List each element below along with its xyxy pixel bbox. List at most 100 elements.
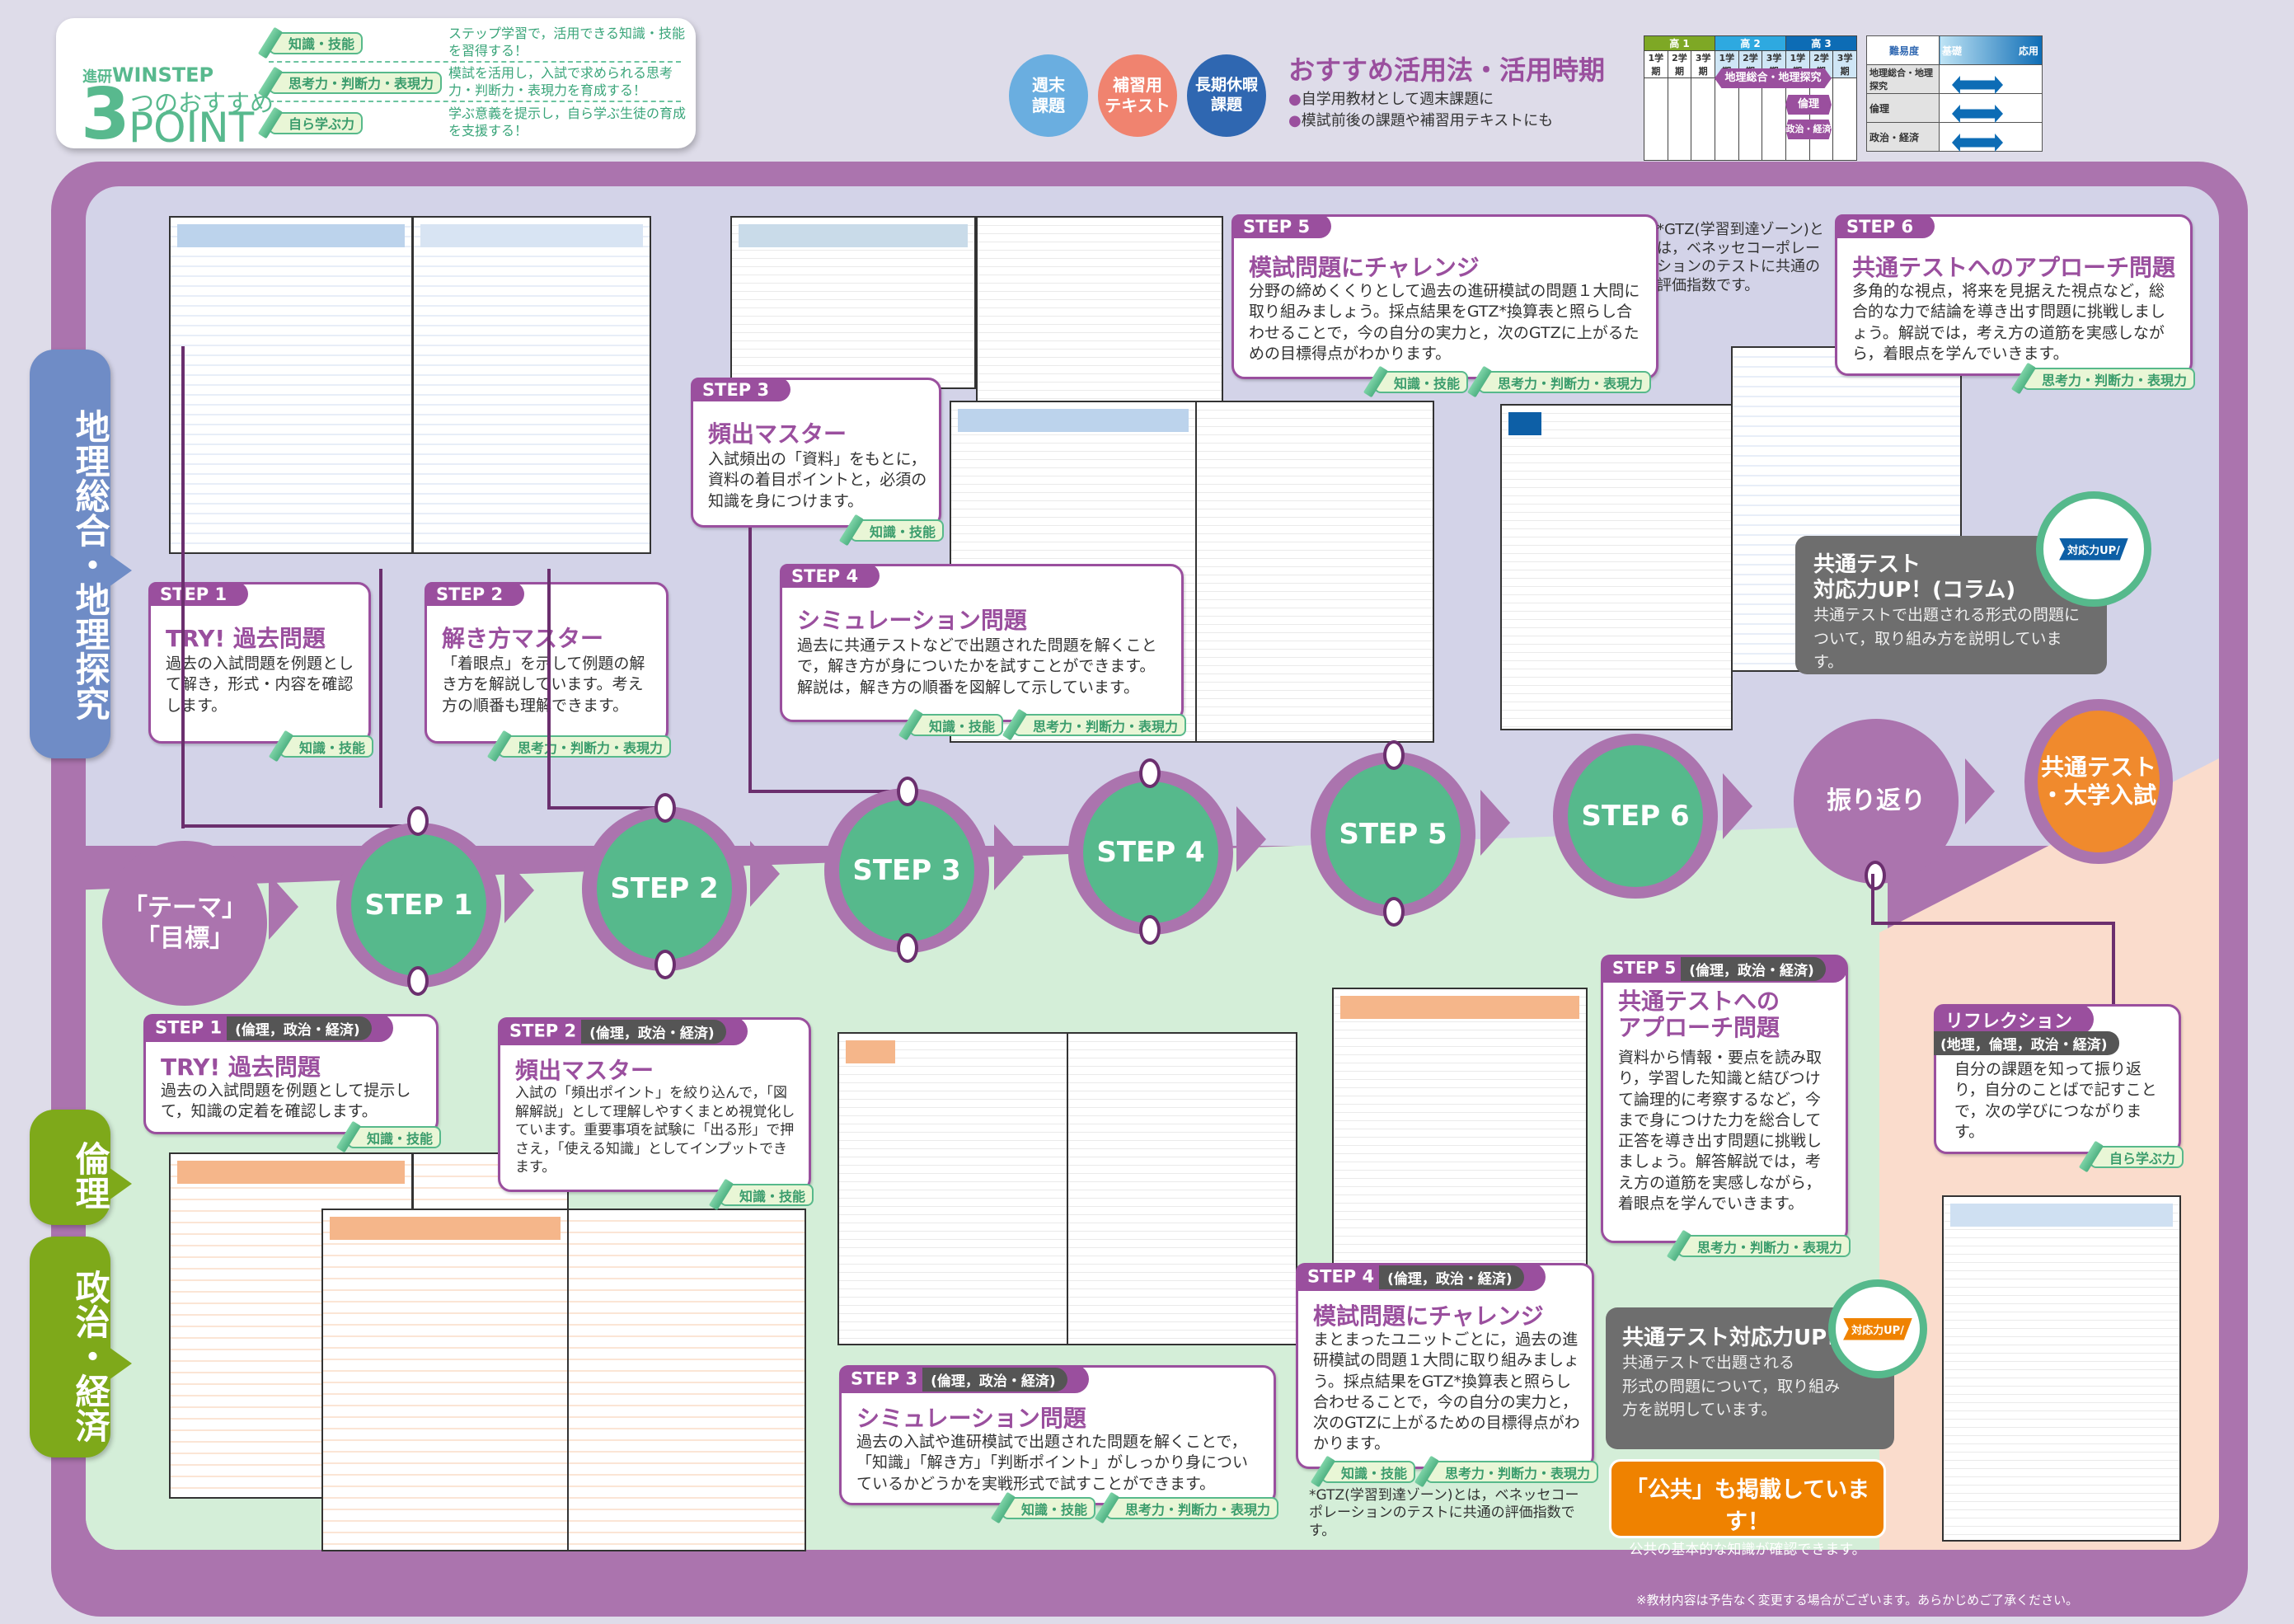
difficulty-header: 難易度 bbox=[1866, 35, 1940, 65]
step-body: 分野の締めくくりとして過去の進研模試の問題１大問に取り組みましょう。採点結果をG… bbox=[1249, 282, 1640, 363]
geo-step5-card: STEP 5 模試問題にチャレンジ 分野の締めくくりとして過去の進研模試の問題１… bbox=[1231, 214, 1658, 393]
step-body: 入試の「頻出ポイント」を絞り込んで，「図解解説」として理解しやすくまとめ視覚化し… bbox=[515, 1085, 795, 1176]
step-body: 過去の入試問題を例題として解き，形式・内容を確認します。 bbox=[166, 655, 354, 715]
review-label: 振り返り bbox=[1827, 786, 1926, 816]
pencil-tag: 思考力・判断力・表現力 bbox=[1677, 1235, 1851, 1257]
flow-step3-node: STEP 3 bbox=[824, 788, 989, 953]
side-label-text: 倫理 bbox=[70, 1141, 110, 1210]
connector-line bbox=[748, 790, 913, 793]
flow-step4-node: STEP 4 bbox=[1068, 770, 1233, 935]
connector-pin bbox=[1383, 740, 1405, 770]
callout-title: 共通テスト 対応力UP！(コラム) bbox=[1813, 552, 2016, 603]
step-node-label: STEP 2 bbox=[597, 818, 732, 960]
tag-label: 思考力・判断力・表現力 bbox=[1124, 1501, 1270, 1518]
connector-pin bbox=[407, 966, 429, 996]
tag-label: 知識・技能 bbox=[1340, 1465, 1407, 1481]
ethics-response-badge: 対応力UP/ bbox=[1828, 1279, 1927, 1378]
flow-step1-node: STEP 1 bbox=[336, 823, 501, 988]
tag-label: 知識・技能 bbox=[289, 36, 355, 52]
difficulty-row-label: 倫理 bbox=[1866, 93, 1940, 123]
tag-label: 知識・技能 bbox=[1393, 375, 1460, 392]
step-title: 解き方マスター bbox=[442, 625, 604, 652]
reflection-card: リフレクション (地理，倫理，政治・経済) 自分の課題を知って振り返り，自分のこ… bbox=[1934, 1004, 2184, 1168]
term-cell: 3学期 bbox=[1691, 50, 1715, 78]
bullet-dot-icon: ● bbox=[1288, 112, 1302, 129]
step-tab: STEP 4(倫理，政治・経済) bbox=[1296, 1263, 1546, 1291]
pencil-tag: 思考力・判断力・表現力 bbox=[1012, 714, 1186, 736]
step-node-label: STEP 4 bbox=[1083, 781, 1218, 923]
pencil-tag: 思考力・判断力・表現力 bbox=[269, 71, 443, 94]
pencil-tag: 知識・技能 bbox=[719, 1184, 814, 1206]
connector-pin bbox=[1383, 897, 1405, 927]
connector-line bbox=[181, 346, 185, 828]
step-title: 模試問題にチャレンジ bbox=[1249, 254, 1480, 281]
pencil-tag: 知識・技能 bbox=[1001, 1497, 1095, 1519]
flow-arrow-icon bbox=[504, 857, 534, 923]
pencil-tag: 知識・技能 bbox=[1373, 371, 1468, 393]
step-title: 模試問題にチャレンジ bbox=[1313, 1302, 1544, 1330]
step-node-label: STEP 1 bbox=[351, 834, 486, 976]
step-tab: STEP 1(倫理，政治・経済) bbox=[143, 1014, 393, 1042]
usage-weekend-circle: 週末 課題 bbox=[1009, 54, 1088, 137]
timing-bar-politics: 政治・経済 bbox=[1785, 120, 1832, 139]
geo-step4-card: STEP 4 シミュレーション問題 過去に共通テストなどで出題された問題を解くこ… bbox=[780, 564, 1186, 736]
flow-start-node: 「テーマ」 「目標」 bbox=[102, 841, 267, 1006]
brand-number: 3 bbox=[81, 73, 130, 156]
connector-line bbox=[748, 528, 752, 791]
public-body: 公共の基本的な知識が確認できます。 bbox=[1629, 1542, 1866, 1558]
pencil-tag: 思考力・判断力・表現力 bbox=[1105, 1497, 1278, 1519]
sample-page-thumbnail bbox=[1195, 401, 1434, 743]
connector-pin bbox=[1139, 915, 1161, 945]
step-title: シミュレーション問題 bbox=[797, 607, 1027, 634]
usage-bullet: ●自学用教材として週末課題に bbox=[1288, 87, 1494, 109]
three-points-box: 進研WINSTEP 3 つのおすすめ POINT 知識・技能 ステップ学習で，活… bbox=[56, 18, 696, 156]
ethics-step4-card: STEP 4(倫理，政治・経済) 模試問題にチャレンジ まとまったユニットごとに… bbox=[1296, 1263, 1598, 1483]
usage-bullet: ●模試前後の課題や補習用テキストにも bbox=[1288, 109, 1553, 130]
step-body: 「着眼点」を示して例題の解き方を解説しています。考え方の順番も理解できます。 bbox=[442, 655, 645, 715]
public-title: 「公共」も掲載しています！ bbox=[1625, 1477, 1870, 1535]
grade-header: 高 2 bbox=[1714, 35, 1786, 51]
connector-line bbox=[547, 806, 666, 810]
point-row-knowledge: 知識・技能 ステップ学習で，活用できる知識・技能を習得する！ bbox=[269, 25, 685, 63]
connector-pin bbox=[407, 806, 429, 836]
point-desc: 模試を活用し，入試で求められる思考力・判断力・表現力を育成する！ bbox=[448, 65, 673, 98]
grade-header: 高 1 bbox=[1644, 35, 1715, 51]
timing-bar-geography: 地理総合・地理探究 bbox=[1715, 68, 1832, 88]
sample-page-thumbnail bbox=[321, 1209, 569, 1551]
brand-point: POINT bbox=[129, 104, 255, 152]
step-title: 共通テストへの アプローチ問題 bbox=[1618, 988, 1780, 1042]
bullet-dot-icon: ● bbox=[1288, 91, 1302, 108]
geo-response-badge: 対応力UP/ bbox=[2036, 491, 2151, 607]
pencil-tag: 思考力・判断力・表現力 bbox=[2021, 368, 2195, 390]
step-tab: STEP 6 bbox=[1835, 214, 1935, 238]
step-tab-label: STEP 5 bbox=[1612, 958, 1677, 978]
tag-label: 思考力・判断力・表現力 bbox=[2041, 372, 2187, 388]
difficulty-row-label: 地理総合・地理探究 bbox=[1866, 64, 1940, 94]
sample-page-thumbnail bbox=[976, 216, 1223, 406]
step-tab: STEP 5 bbox=[1231, 214, 1332, 238]
step-body: 資料から情報・要点を読み取り，学習した知識と結びつけて論理的に考察するなど，今ま… bbox=[1618, 1049, 1823, 1213]
timing-bar-ethics: 倫理 bbox=[1785, 95, 1832, 115]
connector-line bbox=[1871, 922, 2115, 925]
connector-line bbox=[181, 824, 420, 828]
step-tab-label: STEP 3 bbox=[851, 1368, 918, 1389]
flow-step2-node: STEP 2 bbox=[582, 806, 747, 971]
sample-page-thumbnail bbox=[1067, 1032, 1297, 1345]
bullet-text: 模試前後の課題や補習用テキストにも bbox=[1301, 112, 1554, 129]
step-body: 入試頻出の「資料」をもとに，資料の着目ポイントと，必須の知識を身につけます。 bbox=[708, 450, 927, 510]
tag-label: 思考力・判断力・表現力 bbox=[1696, 1239, 1842, 1256]
geo-step1-card: STEP 1 TRY! 過去問題 過去の入試問題を例題として解き，形式・内容を確… bbox=[148, 582, 373, 758]
tag-label: 知識・技能 bbox=[298, 739, 365, 756]
usage-supplement-circle: 補習用 テキスト bbox=[1098, 54, 1177, 137]
callout-body: 共通テストで出題される形式の問題について，取り組み方を説明しています。 bbox=[1813, 606, 2081, 672]
connector-pin bbox=[654, 793, 676, 823]
step-tab: STEP 2 bbox=[425, 582, 525, 606]
tag-label: 思考力・判断力・表現力 bbox=[1497, 375, 1643, 392]
step-tab: STEP 1 bbox=[148, 582, 249, 606]
sample-page-thumbnail bbox=[837, 1032, 1068, 1345]
step-title: TRY! 過去問題 bbox=[161, 1054, 321, 1081]
footer-disclaimer: ※教材内容は予告なく変更する場合がございます。あらかじめご了承ください。 bbox=[1636, 1593, 2079, 1608]
ethics-step2-card: STEP 2(倫理，政治・経済) 頻出マスター 入試の「頻出ポイント」を絞り込ん… bbox=[498, 1017, 814, 1206]
tag-label: 自ら学ぶ力 bbox=[2109, 1150, 2175, 1166]
side-label-text: 地理総合・地理探究 bbox=[70, 409, 110, 720]
